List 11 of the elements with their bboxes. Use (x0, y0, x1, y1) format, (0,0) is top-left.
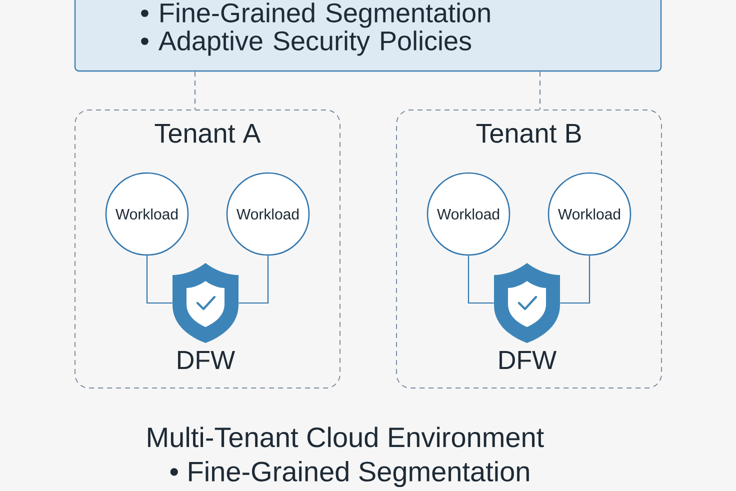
connector-line (194, 72, 196, 110)
connector-line (539, 72, 541, 110)
caption-text: • Fine-Grained Segmentation (170, 460, 529, 488)
connector-line (468, 256, 494, 304)
connector-line (146, 256, 172, 304)
connector-line (238, 256, 269, 304)
shield-label: DFW (500, 351, 557, 369)
text-panel: • Fine-Grained Segmentation • Adaptive Security Policies (74, 0, 662, 72)
shield-label: DFW (178, 351, 236, 369)
caption-text: Multi-Tenant Cloud Environment (148, 426, 544, 448)
connector-line (560, 256, 590, 304)
